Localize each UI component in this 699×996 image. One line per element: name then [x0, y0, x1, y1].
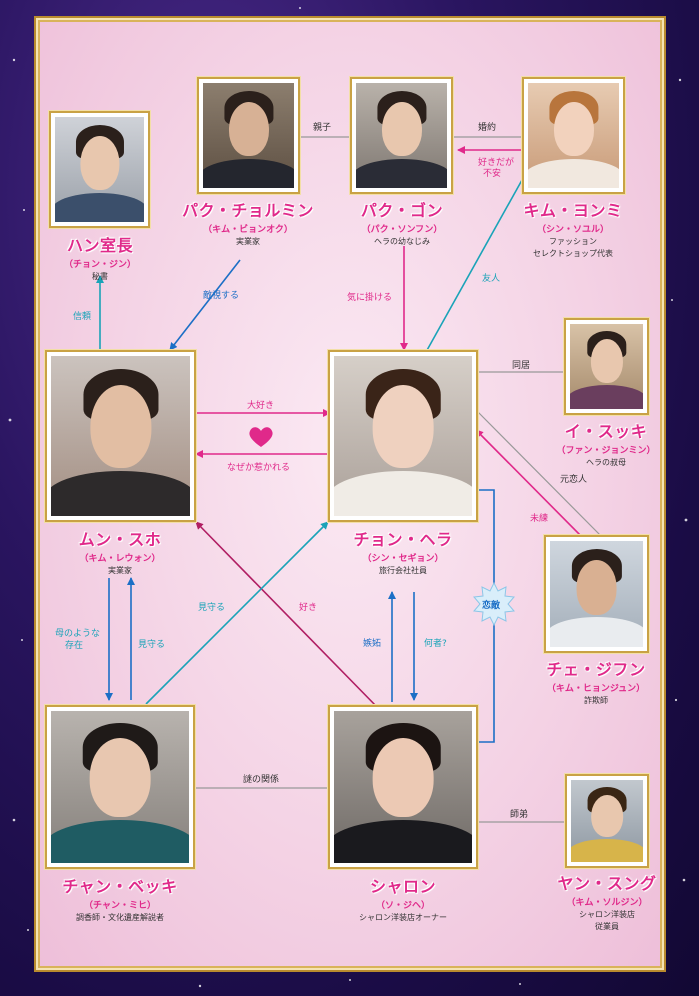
name-hera: チョン・ヘラ （シン・セギョン） 旅行会社社員 [343, 526, 463, 576]
name-kim-ym: キム・ヨンミ （シン・ソユル） ファッション セレクトショップ代表 [513, 197, 633, 259]
name-jang: チャン・ベッキ （チャン・ミヒ） 調香師・文化遺産解説者 [55, 873, 185, 923]
park-gon-actor: （パク・ソンフン） [361, 225, 443, 235]
label-miren: 未練 [530, 514, 549, 524]
name-park-cm: パク・チョルミン （キム・ビョンオク） 実業家 [178, 197, 318, 247]
label-nanimono: 何者? [424, 639, 447, 649]
arrow-suki [195, 521, 379, 709]
label-motokoibito: 元恋人 [560, 475, 588, 485]
line-motokoibito [475, 409, 606, 541]
label-hahanoyouna-1: 母のような [55, 629, 101, 639]
lee-sk-role: ヘラの叔母 [586, 458, 626, 467]
name-yang: ヤン・スング （キム・ソルジン） シャロン洋装店 従業員 [552, 870, 662, 932]
arrow-tekishi [169, 259, 241, 351]
label-tekishi: 敵視する [203, 291, 240, 301]
label-nazo: 謎の関係 [243, 775, 280, 785]
jang-role: 調香師・文化遺産解説者 [76, 913, 164, 922]
che-name: チェ・ジフン [546, 660, 646, 679]
park-gon-name: パク・ゴン [360, 201, 444, 220]
label-oyako: 親子 [313, 123, 332, 133]
photo-park-gon [352, 79, 451, 192]
label-hahanoyouna-2: 存在 [65, 641, 84, 651]
sharon-role: シャロン洋装店オーナー [359, 913, 447, 922]
photo-kim-ym [524, 79, 623, 192]
han-actor: （チョン・ジン） [63, 260, 136, 270]
label-dokyo: 同居 [512, 361, 531, 371]
yang-role-2: 従業員 [595, 922, 619, 931]
photo-hera [330, 352, 476, 520]
moon-role: 実業家 [108, 566, 132, 575]
label-konyaku: 婚約 [478, 123, 497, 133]
label-sukidakedo-2: 不安 [483, 169, 502, 179]
photo-park-cm [199, 79, 298, 192]
che-actor: （キム・ヒョンジュン） [546, 684, 646, 694]
moon-actor: （キム・レウォン） [79, 554, 161, 564]
hera-role: 旅行会社社員 [379, 566, 427, 575]
hera-actor: （シン・セギョン） [362, 554, 444, 564]
jang-actor: （チャン・ミヒ） [84, 901, 156, 911]
label-shitei: 師弟 [510, 810, 529, 820]
label-mimamoru-2: 見守る [198, 603, 226, 613]
che-role: 詐欺師 [584, 696, 608, 705]
label-daisuki: 大好き [247, 401, 275, 411]
jang-name: チャン・ベッキ [62, 877, 178, 896]
yang-name: ヤン・スング [557, 874, 657, 893]
photo-yang [567, 776, 647, 866]
name-lee-sk: イ・スッキ （ファン・ジョンミン） ヘラの叔母 [551, 418, 661, 468]
name-che: チェ・ジフン （キム・ヒョンジュン） 詐欺師 [536, 656, 656, 706]
kim-ym-name: キム・ヨンミ [523, 201, 623, 220]
moon-name: ムン・スホ [78, 530, 162, 549]
name-moon: ムン・スホ （キム・レウォン） 実業家 [60, 526, 180, 576]
arrow-miren [475, 429, 586, 541]
label-mimamoru-1: 見守る [138, 640, 166, 650]
photo-che [546, 537, 647, 651]
lee-sk-actor: （ファン・ジョンミン） [556, 446, 656, 456]
name-han: ハン室長 （チョン・ジン） 秘書 [45, 232, 155, 282]
yang-role-1: シャロン洋装店 [579, 910, 635, 919]
lee-sk-name: イ・スッキ [564, 422, 648, 441]
sharon-name: シャロン [369, 877, 436, 896]
label-kinikakeru: 気に掛ける [347, 293, 393, 303]
park-cm-name: パク・チョルミン [182, 201, 314, 220]
label-shinrai: 信頼 [73, 312, 92, 322]
photo-lee-sk [566, 320, 647, 413]
han-role: 秘書 [92, 272, 108, 281]
kim-ym-actor: （シン・ソユル） [536, 225, 609, 235]
photo-jang [47, 707, 193, 867]
sharon-actor: （ソ・ジヘ） [375, 901, 430, 911]
han-name: ハン室長 [66, 236, 133, 255]
arrow-yujin [425, 179, 523, 353]
koigataki-burst-icon [473, 582, 515, 626]
yang-actor: （キム・ソルジン） [566, 898, 648, 908]
park-gon-role: ヘラの幼なじみ [374, 237, 430, 246]
name-sharon: シャロン （ソ・ジヘ） シャロン洋装店オーナー [338, 873, 468, 923]
label-suki: 好き [299, 603, 318, 613]
label-yujin: 友人 [482, 274, 501, 284]
kim-ym-role-1: ファッション [549, 237, 597, 246]
label-sukidakedo-1: 好きだが [478, 158, 515, 168]
name-park-gon: パク・ゴン （パク・ソンフン） ヘラの幼なじみ [342, 197, 462, 247]
photo-han [51, 113, 148, 226]
park-cm-role: 実業家 [236, 237, 260, 246]
arrow-mimamoru2 [145, 521, 329, 705]
photo-moon [47, 352, 194, 520]
label-shitto: 嫉妬 [363, 639, 382, 649]
label-nazeka: なぜか惹かれる [227, 463, 291, 473]
heart-icon [249, 427, 273, 447]
hera-name: チョン・ヘラ [353, 530, 453, 549]
park-cm-actor: （キム・ビョンオク） [203, 225, 293, 235]
photo-sharon [330, 707, 476, 867]
kim-ym-role-2: セレクトショップ代表 [533, 249, 613, 258]
label-koigataki: 恋敵 [482, 601, 501, 611]
